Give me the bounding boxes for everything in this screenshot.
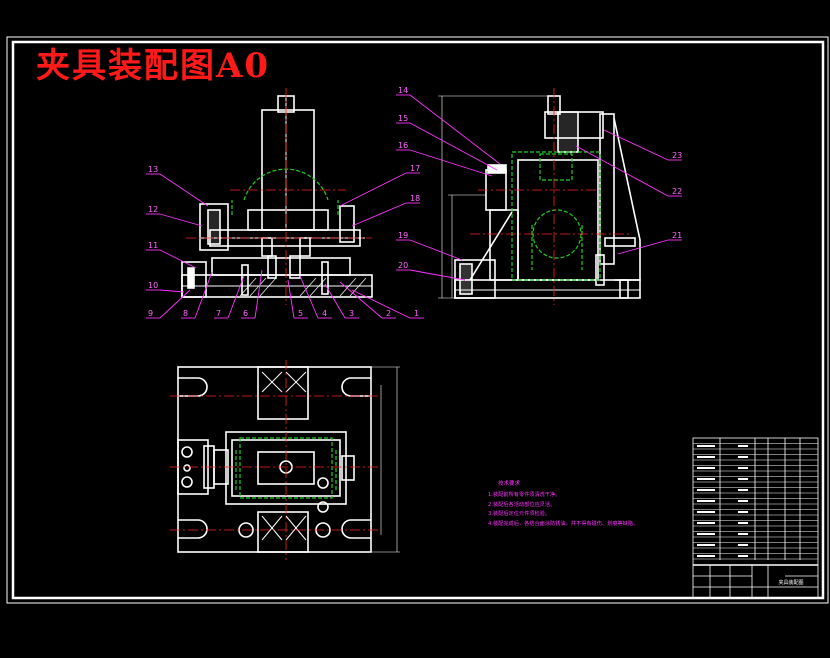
side-balloon-22: 22 xyxy=(672,187,682,196)
side-centerlines xyxy=(470,88,630,305)
front-leader-5 xyxy=(287,279,295,319)
front-leaders xyxy=(146,172,424,319)
side-balloon-14: 14 xyxy=(398,86,408,95)
title-block-name: 夹具装配图 xyxy=(778,579,803,586)
front-balloon-10: 10 xyxy=(148,281,158,290)
parts-mark xyxy=(738,467,748,469)
front-view xyxy=(181,95,373,298)
front-leader-13 xyxy=(159,173,209,207)
parts-list xyxy=(692,437,819,599)
front-leader-2 xyxy=(339,281,383,319)
parts-mark xyxy=(697,522,715,524)
side-balloon-16: 16 xyxy=(398,141,408,150)
front-leader-7 xyxy=(227,275,245,319)
side-balloon-15: 15 xyxy=(398,114,408,123)
front-centerlines xyxy=(186,88,372,305)
parts-mark xyxy=(738,478,748,480)
front-leader-8 xyxy=(194,271,213,319)
parts-mark xyxy=(697,500,715,502)
top-dimensions xyxy=(371,366,400,553)
side-view xyxy=(454,95,641,299)
front-balloon-13: 13 xyxy=(148,165,158,174)
parts-mark xyxy=(738,522,748,524)
front-leader-18 xyxy=(351,202,407,227)
front-balloon-12: 12 xyxy=(148,205,158,214)
front-leader-4 xyxy=(299,275,319,319)
top-hidden-lines xyxy=(235,437,337,499)
side-balloon-21: 21 xyxy=(672,231,682,240)
side-leader-22 xyxy=(575,145,669,197)
side-leader-21 xyxy=(617,239,669,255)
technical-notes: 技术要求 1.装配前所有零件须清洗干净。 2.装配后各活动部位应灵活。 3.装配… xyxy=(488,479,638,527)
front-leader-10 xyxy=(159,289,185,293)
front-leader-9 xyxy=(159,289,191,319)
front-balloon-7: 7 xyxy=(216,309,221,318)
side-balloon-19: 19 xyxy=(398,231,408,240)
front-balloon-2: 2 xyxy=(386,309,391,318)
front-balloon-5: 5 xyxy=(298,309,303,318)
side-balloon-labels: 14 15 16 19 20 21 22 23 xyxy=(398,86,682,270)
front-balloon-9: 9 xyxy=(148,309,153,318)
parts-mark xyxy=(738,533,748,535)
side-dimensions xyxy=(438,95,548,299)
front-leader-12 xyxy=(159,213,203,227)
parts-mark xyxy=(738,511,748,513)
side-leader-14 xyxy=(409,94,501,165)
front-leader-3 xyxy=(324,283,346,319)
front-balloon-18: 18 xyxy=(410,194,420,203)
parts-mark xyxy=(697,445,715,447)
front-hidden-lines xyxy=(231,168,339,215)
front-leader-1 xyxy=(351,289,411,319)
notes-line-1: 1.装配前所有零件须清洗干净。 xyxy=(488,490,560,498)
side-balloon-20: 20 xyxy=(398,261,408,270)
front-leader-6 xyxy=(254,269,263,319)
notes-line-2: 2.装配后各活动部位应灵活。 xyxy=(488,500,555,508)
side-hidden-lines xyxy=(511,151,601,281)
outer-border xyxy=(6,36,829,604)
parts-mark xyxy=(738,445,748,447)
side-leader-19 xyxy=(409,239,463,261)
front-leader-17 xyxy=(339,172,407,207)
parts-mark xyxy=(697,511,715,513)
notes-line-4: 4.装配完成后，各结合面涂防锈油，并不得有碰伤、划痕等缺陷。 xyxy=(488,519,638,527)
side-leader-20 xyxy=(409,269,466,281)
parts-mark xyxy=(697,456,715,458)
top-centerlines xyxy=(170,360,380,560)
side-leader-15 xyxy=(409,122,498,171)
front-balloon-6: 6 xyxy=(243,309,248,318)
parts-mark xyxy=(697,478,715,480)
parts-mark xyxy=(738,456,748,458)
side-leaders xyxy=(396,94,682,281)
side-balloon-23: 23 xyxy=(672,151,682,160)
parts-mark xyxy=(738,544,748,546)
front-balloon-17: 17 xyxy=(410,164,420,173)
front-balloon-11: 11 xyxy=(148,241,158,250)
parts-mark xyxy=(738,489,748,491)
parts-mark xyxy=(697,489,715,491)
notes-line-3: 3.装配后定位元件须检验。 xyxy=(488,509,550,517)
front-leader-11 xyxy=(159,249,197,269)
parts-mark xyxy=(697,544,715,546)
notes-heading: 技术要求 xyxy=(498,479,521,487)
parts-list-marks xyxy=(697,445,748,557)
parts-mark xyxy=(738,555,748,557)
parts-mark xyxy=(697,555,715,557)
front-balloon-1: 1 xyxy=(414,309,419,318)
drawing-title: 夹具装配图A0 xyxy=(36,46,271,86)
front-balloon-3: 3 xyxy=(349,309,354,318)
front-balloon-4: 4 xyxy=(322,309,327,318)
parts-mark xyxy=(697,533,715,535)
parts-mark xyxy=(697,467,715,469)
side-leader-16 xyxy=(409,149,493,177)
parts-mark xyxy=(738,500,748,502)
top-view xyxy=(177,366,372,553)
side-leader-23 xyxy=(603,129,669,161)
front-balloon-8: 8 xyxy=(183,309,188,318)
inner-border xyxy=(11,40,825,600)
